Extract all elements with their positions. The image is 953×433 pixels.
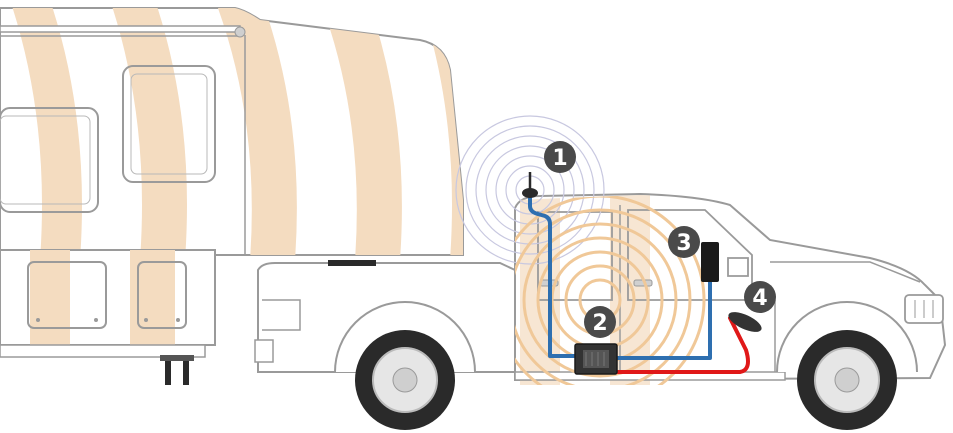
rear-wheel bbox=[355, 330, 455, 430]
outside-antenna-icon bbox=[522, 172, 538, 198]
landing-leg-1 bbox=[165, 357, 171, 385]
landing-leg-2 bbox=[183, 357, 189, 385]
badge-1: 1 bbox=[544, 141, 576, 173]
badge-1-label: 1 bbox=[552, 146, 567, 171]
badge-4-label: 4 bbox=[752, 286, 767, 311]
badge-3-label: 3 bbox=[676, 231, 691, 256]
awning-rail bbox=[0, 26, 240, 32]
front-wheel bbox=[797, 330, 897, 430]
side-mirror bbox=[728, 258, 748, 276]
badge-2-label: 2 bbox=[592, 311, 607, 336]
inside-antenna-icon bbox=[701, 242, 719, 282]
badge-3: 3 bbox=[668, 226, 700, 258]
signal-booster-icon bbox=[575, 344, 617, 374]
badge-2: 2 bbox=[584, 306, 616, 338]
badge-4: 4 bbox=[744, 281, 776, 313]
